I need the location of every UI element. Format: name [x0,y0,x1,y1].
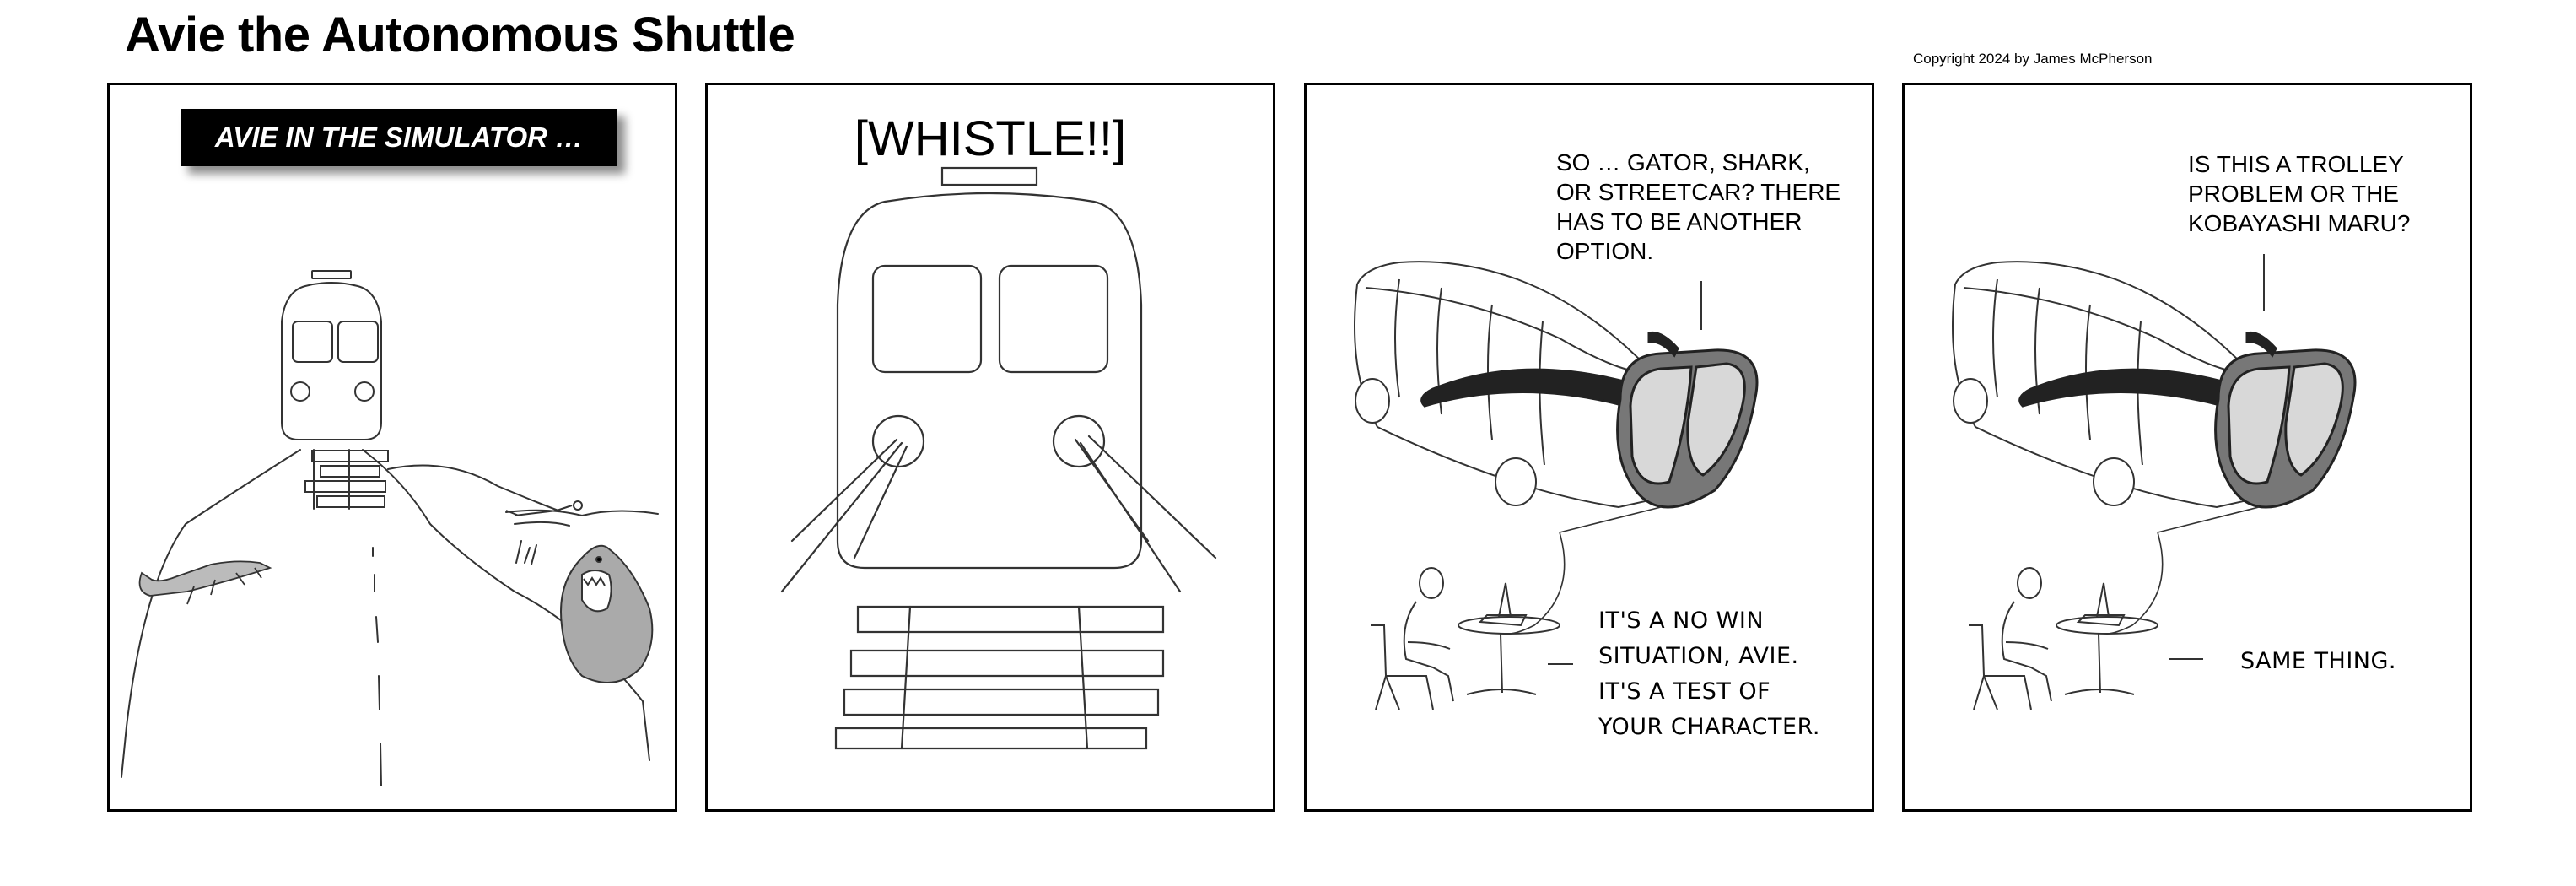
operator-speech-bubble: IT'S A NO WIN SITUATION, AVIE. IT'S A TE… [1598,603,1820,745]
comic-panel-1: AVIE IN THE SIMULATOR … [107,83,677,812]
operator-speech-bubble: SAME THING. [2240,644,2396,679]
speech-line: IT'S A NO WIN [1598,608,1765,634]
speech-line: SO … GATOR, SHARK, [1556,149,1810,176]
speech-line: OR STREETCAR? THERE [1556,179,1841,205]
speech-line: KOBAYASHI MARU? [2188,210,2411,236]
comic-title: Avie the Autonomous Shuttle [125,8,795,62]
comic-panel-4: IS THIS A TROLLEY PROBLEM OR THE KOBAYAS… [1902,83,2472,812]
shuttle-vr-scene [1952,254,2357,710]
shuttle-speech-bubble: SO … GATOR, SHARK, OR STREETCAR? THERE H… [1556,148,1840,266]
speech-line: PROBLEM OR THE [2188,181,2399,207]
panel-caption: AVIE IN THE SIMULATOR … [181,109,617,166]
speech-line: IS THIS A TROLLEY [2188,151,2404,177]
simulator-road-scene [121,270,659,786]
speech-line: YOUR CHARACTER. [1598,714,1820,740]
comic-panel-2: [WHISTLE!!] [705,83,1275,812]
comic-panel-3: SO … GATOR, SHARK, OR STREETCAR? THERE H… [1304,83,1874,812]
speech-line: IT'S A TEST OF [1598,678,1771,705]
copyright-notice: Copyright 2024 by James McPherson [1913,51,2153,67]
streetcar-front-closeup [780,166,1217,750]
whistle-sound-effect: [WHISTLE!!] [854,111,1127,166]
shuttle-speech-bubble: IS THIS A TROLLEY PROBLEM OR THE KOBAYAS… [2188,149,2410,238]
speech-line: SITUATION, AVIE. [1598,643,1799,669]
speech-line: OPTION. [1556,238,1654,264]
shuttle-vr-scene [1354,261,1759,710]
speech-line: HAS TO BE ANOTHER [1556,208,1803,235]
speech-line: SAME THING. [2240,648,2397,674]
